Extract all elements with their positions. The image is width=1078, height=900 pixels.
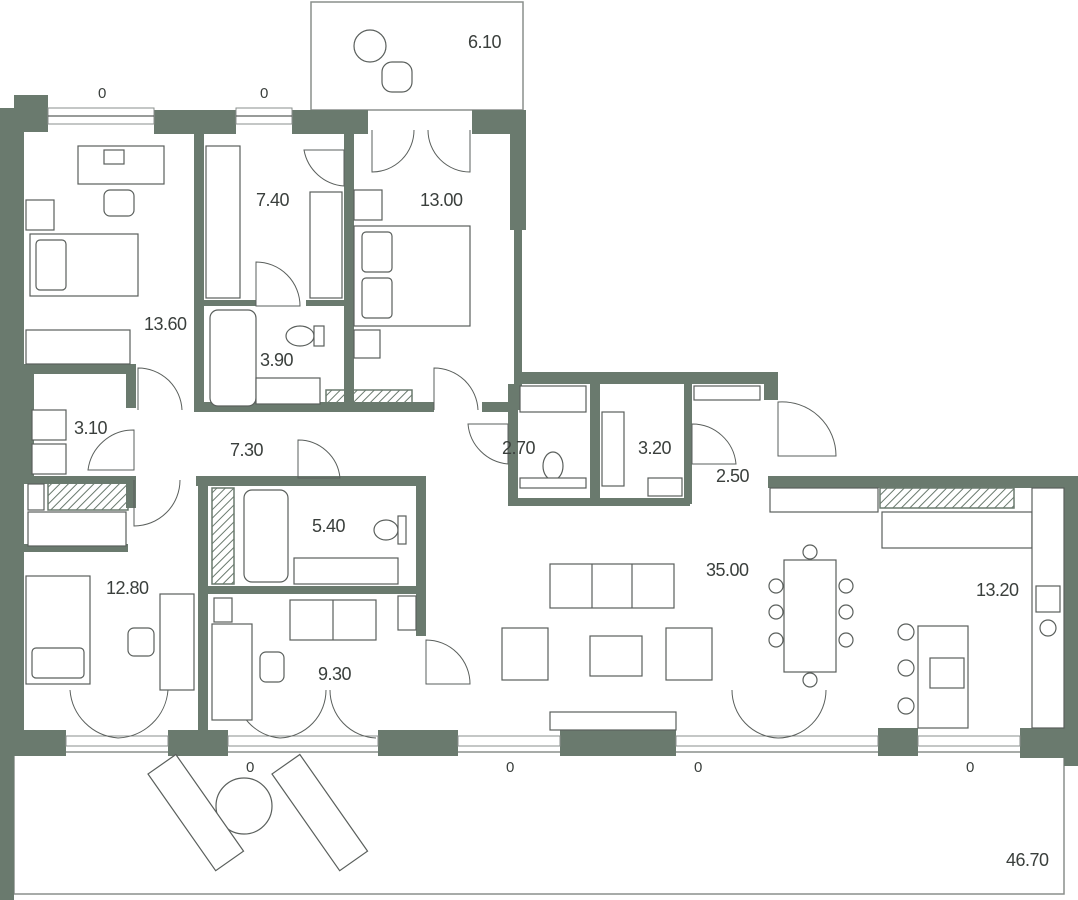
doors	[69, 129, 837, 739]
furniture	[25, 29, 1065, 872]
area-balcony-top: 6.10	[468, 32, 502, 52]
area-kitchen: 13.20	[976, 580, 1019, 600]
area-entry: 2.50	[716, 466, 750, 486]
area-wc-small: 2.70	[502, 438, 536, 458]
window-label-4: 0	[506, 759, 514, 776]
area-bedroom-master: 13.00	[420, 190, 463, 210]
window-label-5: 0	[694, 759, 702, 776]
window-labels: 0 0 0 0 0 0	[98, 85, 974, 776]
window-label-2: 0	[260, 85, 268, 102]
shafts	[47, 389, 1015, 585]
area-study: 9.30	[318, 664, 352, 684]
area-terrace: 46.70	[1006, 850, 1049, 870]
area-dressing: 3.20	[638, 438, 672, 458]
area-bath-mid: 5.40	[312, 516, 346, 536]
outer-walls	[0, 95, 1078, 900]
area-hall: 7.30	[230, 440, 264, 460]
area-living: 35.00	[706, 560, 749, 580]
window-label-3: 0	[246, 759, 254, 776]
area-bedroom-left-bottom: 12.80	[106, 578, 149, 598]
window-label-1: 0	[98, 85, 106, 102]
area-labels: 6.10 7.40 13.00 13.60 3.90 3.10 7.30 2.7…	[74, 32, 1050, 870]
area-bath-top: 3.90	[260, 350, 294, 370]
balcony-top-outline	[310, 1, 524, 111]
windows	[47, 107, 1021, 747]
area-bedroom-left-top: 13.60	[144, 314, 187, 334]
area-laundry: 3.10	[74, 418, 108, 438]
inner-walls	[24, 130, 692, 736]
area-wardrobe-top: 7.40	[256, 190, 290, 210]
window-label-6: 0	[966, 759, 974, 776]
